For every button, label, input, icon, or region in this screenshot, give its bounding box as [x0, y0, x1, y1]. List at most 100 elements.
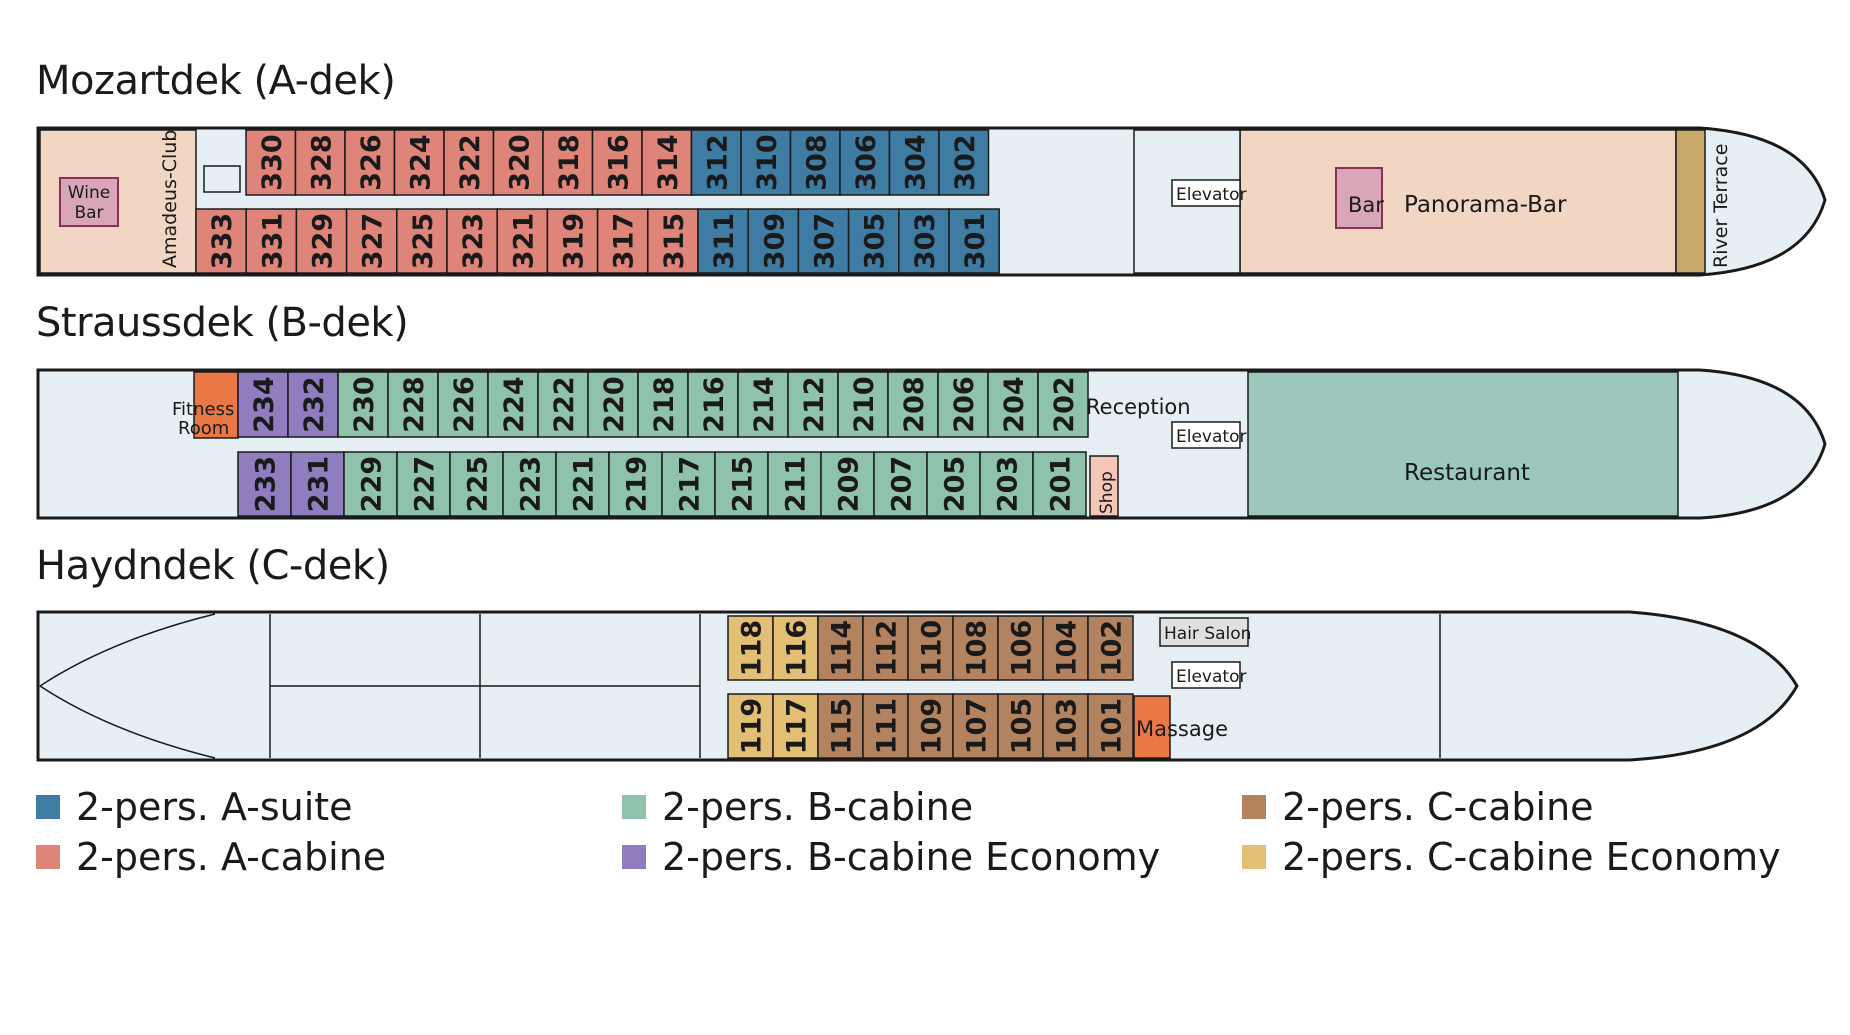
cabin-label: 327 — [358, 213, 389, 269]
cabin-222 — [537, 371, 589, 438]
fitness-room-label-2: Room — [178, 418, 229, 439]
cabin-label: 111 — [872, 698, 903, 754]
legend-item-c-economy: 2-pers. C-cabine Economy — [1242, 835, 1781, 879]
fitness-room-label-1: Fitness — [172, 399, 234, 420]
cabin-label: 108 — [962, 620, 993, 676]
cabin-label: 234 — [249, 376, 280, 432]
legend-swatch-b-economy — [622, 845, 646, 869]
cabin-208 — [887, 371, 939, 438]
cabin-label: 330 — [257, 134, 288, 190]
cabin-label: 303 — [910, 213, 941, 269]
cabin-label: 328 — [306, 134, 337, 190]
cabin-label: 206 — [949, 376, 980, 432]
cabin-101 — [1087, 693, 1134, 759]
cabin-219 — [608, 451, 663, 517]
cabin-117 — [772, 693, 819, 759]
legend-item-a-suite: 2-pers. A-suite — [36, 785, 353, 829]
cabin-label: 203 — [993, 456, 1024, 512]
river-terrace-area — [1675, 129, 1706, 274]
cabin-306 — [839, 129, 891, 196]
cabin-234 — [237, 371, 289, 438]
cabin-224 — [487, 371, 539, 438]
cabin-209 — [820, 451, 875, 517]
cabin-label: 109 — [917, 698, 948, 754]
deck-title-straussdek: Straussdek (B-dek) — [36, 300, 409, 346]
cabin-111 — [862, 693, 909, 759]
wine-bar-label-1: Wine — [68, 183, 110, 203]
cabin-329 — [295, 208, 348, 274]
cabin-304 — [888, 129, 940, 196]
river-terrace-label: River Terrace — [1710, 144, 1732, 268]
cabin-label: 321 — [508, 213, 539, 269]
elevator-b — [1171, 421, 1241, 449]
cabin-314 — [641, 129, 693, 196]
cabin-label: 318 — [554, 134, 585, 190]
deck-c-stern-lines — [39, 613, 216, 759]
cabin-label: 314 — [653, 134, 684, 190]
cabin-label: 304 — [900, 134, 931, 190]
cabin-label: 104 — [1052, 620, 1083, 676]
elevator-a-label: Elevator — [1176, 185, 1246, 205]
cabin-label: 319 — [559, 213, 590, 269]
cabin-label: 312 — [702, 134, 733, 190]
legend-swatch-a-cabine — [36, 845, 60, 869]
cabin-106 — [997, 615, 1044, 681]
amadeus-club-label: Amadeus-Club — [159, 130, 181, 268]
cabin-label: 217 — [675, 456, 706, 512]
cabin-label: 308 — [801, 134, 832, 190]
cabin-label: 106 — [1007, 620, 1038, 676]
cabin-326 — [344, 129, 396, 196]
restaurant-label: Restaurant — [1404, 460, 1530, 486]
cabin-302 — [938, 129, 990, 196]
cabin-label: 315 — [659, 213, 690, 269]
cabin-label: 208 — [899, 376, 930, 432]
cabin-label: 218 — [649, 376, 680, 432]
cabin-label: 307 — [810, 213, 841, 269]
legend-swatch-c-economy — [1242, 845, 1266, 869]
cabin-102 — [1087, 615, 1134, 681]
cabin-label: 302 — [950, 134, 981, 190]
deck-b-corridor — [240, 437, 1090, 451]
cabin-label: 325 — [408, 213, 439, 269]
restaurant-area — [1247, 371, 1679, 517]
cabin-label: 316 — [603, 134, 634, 190]
elevator-a — [1171, 179, 1241, 207]
cabin-label: 232 — [299, 376, 330, 432]
cabin-317 — [596, 208, 649, 274]
panorama-bar-label: Panorama-Bar — [1404, 192, 1567, 218]
cabin-label: 320 — [504, 134, 535, 190]
legend-swatch-a-suite — [36, 795, 60, 819]
cabin-205 — [926, 451, 981, 517]
cabin-label: 222 — [549, 376, 580, 432]
legend-label-c-cabine: 2-pers. C-cabine — [1282, 785, 1594, 829]
cabin-label: 102 — [1097, 620, 1128, 676]
cabin-label: 317 — [609, 213, 640, 269]
cabin-label: 116 — [782, 620, 813, 676]
cabin-333 — [195, 208, 247, 274]
cabin-label: 306 — [851, 134, 882, 190]
deck-title-mozartdek: Mozartdek (A-dek) — [36, 58, 396, 104]
cabin-311 — [697, 208, 749, 274]
cabin-305 — [847, 208, 900, 274]
cabin-228 — [387, 371, 439, 438]
cabin-label: 101 — [1097, 698, 1128, 754]
cabin-331 — [245, 208, 298, 274]
reception-label: Reception — [1086, 395, 1191, 419]
legend-label-a-cabine: 2-pers. A-cabine — [76, 835, 387, 879]
cabin-202 — [1037, 371, 1089, 438]
hair-salon-area — [1159, 617, 1249, 647]
cabin-label: 212 — [799, 376, 830, 432]
cabin-109 — [907, 693, 954, 759]
cabin-label: 227 — [410, 456, 441, 512]
bar-label: Bar — [1348, 193, 1384, 217]
cabin-label: 230 — [349, 376, 380, 432]
cabin-label: 311 — [709, 213, 740, 269]
cabin-215 — [714, 451, 769, 517]
cabin-110 — [907, 615, 954, 681]
cabin-231 — [290, 451, 345, 517]
